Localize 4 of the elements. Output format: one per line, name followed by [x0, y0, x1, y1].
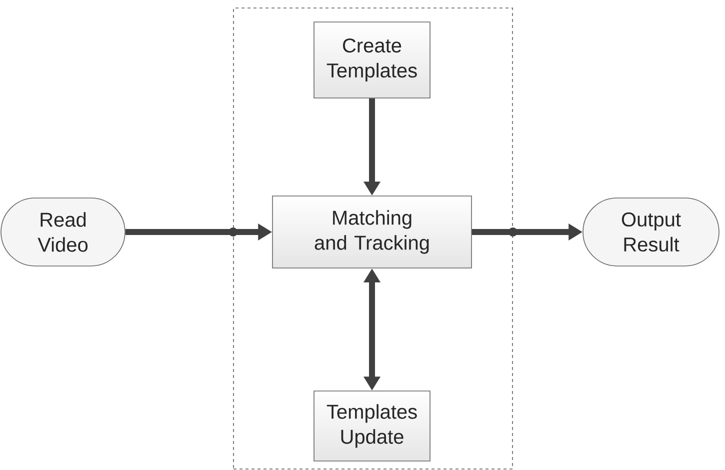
process-box: Templates Update — [314, 390, 430, 462]
process-box: Create Templates — [314, 22, 430, 98]
dashed-frame — [233, 8, 513, 470]
process-box: Matching and Tracking — [272, 196, 472, 268]
